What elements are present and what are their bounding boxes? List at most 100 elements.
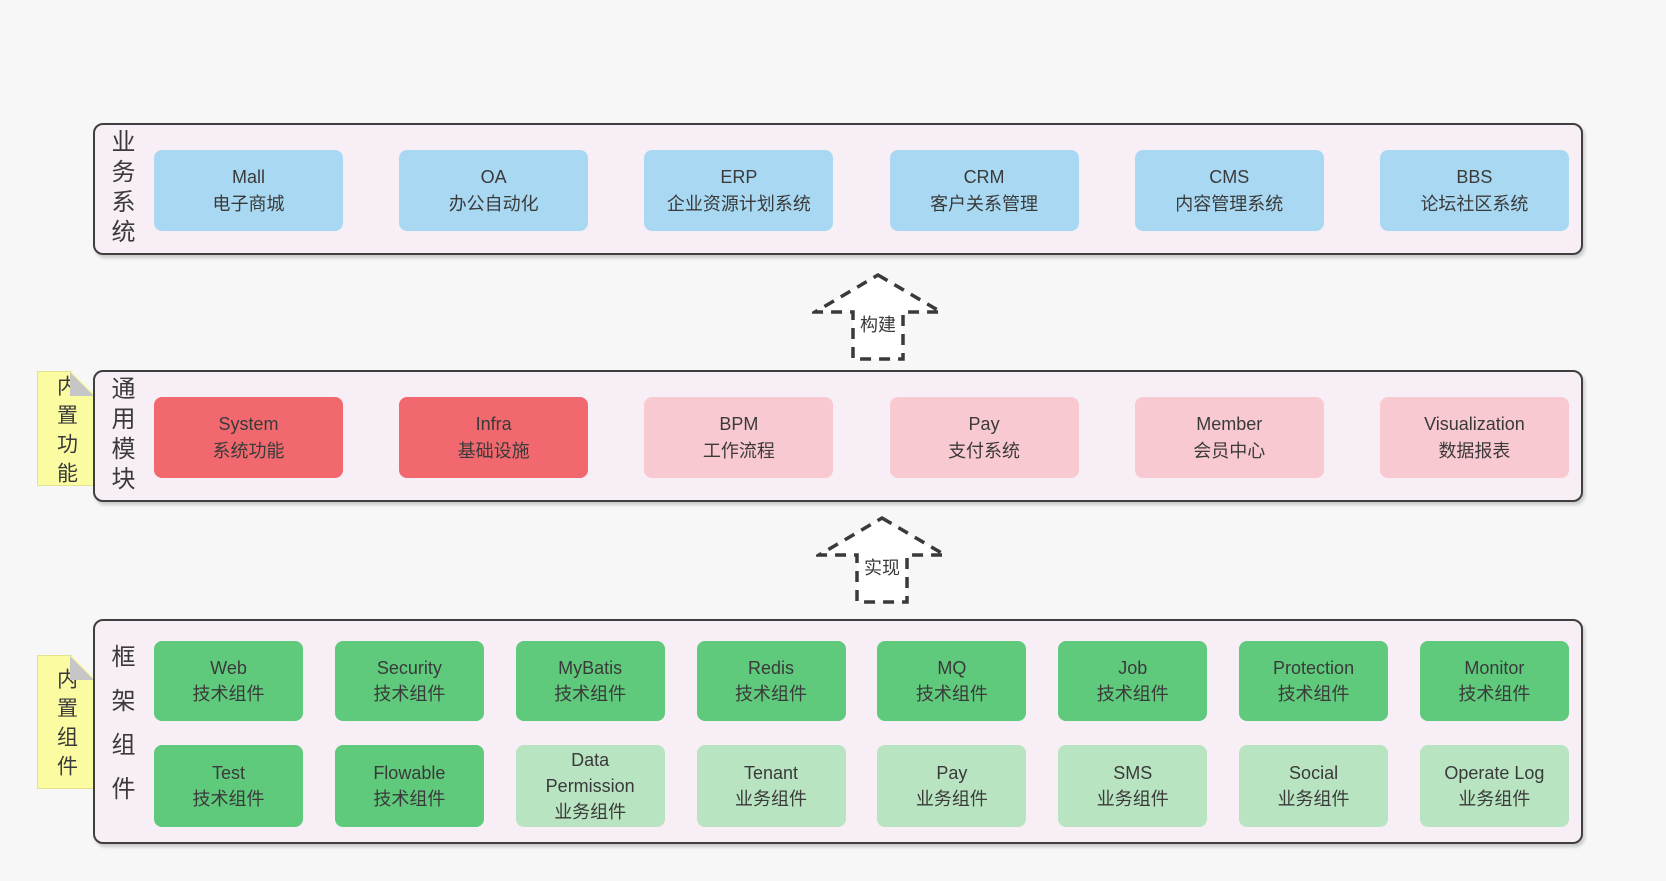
box-desc: 技术组件 xyxy=(1096,684,1169,704)
box-desc: 业务组件 xyxy=(1277,789,1350,809)
business-box-bbs: BBS 论坛社区系统 xyxy=(1379,150,1569,231)
box-desc: 电子商城 xyxy=(212,193,285,214)
component-box-job: Job 技术组件 xyxy=(1058,641,1208,721)
box-name: Infra xyxy=(475,414,512,435)
component-box-pay: Pay 业务组件 xyxy=(877,745,1027,827)
box-desc: 支付系统 xyxy=(948,440,1021,461)
box-desc: 业务组件 xyxy=(554,802,627,823)
component-box-monitor: Monitor 技术组件 xyxy=(1419,641,1569,721)
box-desc: 系统功能 xyxy=(212,440,285,461)
module-box-infra: Infra 基础设施 xyxy=(399,397,589,478)
arrow-build-label: 构建 xyxy=(857,311,899,337)
component-box-row-1: Web 技术组件 Security 技术组件 MyBatis 技术组件 Redi… xyxy=(154,641,1569,721)
box-name: Operate Log xyxy=(1444,762,1545,783)
folded-corner-icon xyxy=(70,372,94,396)
box-name: SMS xyxy=(1113,762,1153,783)
box-desc: 技术组件 xyxy=(735,684,808,704)
component-box-mybatis: MyBatis 技术组件 xyxy=(515,641,665,721)
box-name: Member xyxy=(1196,414,1263,435)
box-name: Security xyxy=(376,657,442,678)
business-box-oa: OA 办公自动化 xyxy=(399,150,589,231)
component-box-sms: SMS 业务组件 xyxy=(1058,745,1208,827)
module-box-visualization: Visualization 数据报表 xyxy=(1379,397,1569,478)
box-desc: 技术组件 xyxy=(373,789,446,809)
component-box-web: Web 技术组件 xyxy=(154,641,303,721)
module-box-member: Member 会员中心 xyxy=(1134,397,1324,478)
box-name: Monitor xyxy=(1464,657,1525,678)
box-name: System xyxy=(218,414,279,435)
box-name: Tenant xyxy=(744,762,799,783)
box-name: CRM xyxy=(963,167,1005,188)
layer-framework-components: 框架组件 Web 技术组件 Security 技术组件 MyBatis 技术组件… xyxy=(93,619,1583,844)
component-box-flowable: Flowable 技术组件 xyxy=(334,745,484,827)
component-box-test: Test 技术组件 xyxy=(154,745,303,827)
layer-label-modules: 通用模块 xyxy=(107,376,134,496)
box-name: Mall xyxy=(231,167,265,188)
layer-business-systems: 业务系统 Mall 电子商城 OA 办公自动化 ERP 企业资源计划系统 CRM… xyxy=(93,123,1583,255)
box-name: Redis xyxy=(748,657,795,678)
business-box-cms: CMS 内容管理系统 xyxy=(1134,150,1324,231)
business-box-row: Mall 电子商城 OA 办公自动化 ERP 企业资源计划系统 CRM 客户关系… xyxy=(154,150,1569,231)
box-desc: 论坛社区系统 xyxy=(1420,193,1529,214)
component-box-protection: Protection 技术组件 xyxy=(1239,641,1389,721)
box-name: Pay xyxy=(936,762,968,783)
component-box-row-2: Test 技术组件 Flowable 技术组件 Data Permission … xyxy=(154,745,1569,827)
business-box-erp: ERP 企业资源计划系统 xyxy=(644,150,834,231)
box-name: Job xyxy=(1118,657,1148,678)
module-box-row: System 系统功能 Infra 基础设施 BPM 工作流程 Pay 支付系统… xyxy=(154,397,1569,478)
component-box-operate-log: Operate Log 业务组件 xyxy=(1419,745,1569,827)
box-desc: 客户关系管理 xyxy=(930,193,1039,214)
box-desc: 技术组件 xyxy=(192,789,265,809)
box-desc: 工作流程 xyxy=(702,440,775,461)
box-name: ERP xyxy=(720,167,758,188)
box-desc: 业务组件 xyxy=(735,789,808,809)
box-desc: 业务组件 xyxy=(1458,789,1531,809)
box-desc: 业务组件 xyxy=(915,789,988,809)
sticky-note-built-in-features: 内置功能 xyxy=(37,371,95,486)
component-box-security: Security 技术组件 xyxy=(334,641,484,721)
module-box-system: System 系统功能 xyxy=(154,397,343,478)
box-desc: 会员中心 xyxy=(1193,440,1266,461)
box-name: Flowable xyxy=(373,762,446,783)
box-desc: 企业资源计划系统 xyxy=(666,193,811,214)
component-box-tenant: Tenant 业务组件 xyxy=(696,745,846,827)
box-name: MyBatis xyxy=(558,657,623,678)
box-name: CMS xyxy=(1209,167,1250,188)
box-name: BBS xyxy=(1456,167,1493,188)
layer-common-modules: 通用模块 System 系统功能 Infra 基础设施 BPM 工作流程 Pay… xyxy=(93,370,1583,502)
box-name: MQ xyxy=(937,657,967,678)
box-desc: 业务组件 xyxy=(1096,789,1169,809)
business-box-crm: CRM 客户关系管理 xyxy=(889,150,1079,231)
box-name: Social xyxy=(1289,762,1339,783)
box-name: Data Permission xyxy=(545,749,635,796)
layer-label-business: 业务系统 xyxy=(107,129,134,249)
box-desc: 办公自动化 xyxy=(448,193,539,214)
box-name: Web xyxy=(210,657,247,678)
box-desc: 内容管理系统 xyxy=(1175,193,1284,214)
arrow-implement-label: 实现 xyxy=(861,554,903,580)
module-box-pay: Pay 支付系统 xyxy=(889,397,1079,478)
box-desc: 技术组件 xyxy=(915,684,988,704)
component-box-mq: MQ 技术组件 xyxy=(877,641,1027,721)
component-box-social: Social 业务组件 xyxy=(1239,745,1389,827)
arrow-build: 构建 xyxy=(812,272,944,362)
box-name: Visualization xyxy=(1424,414,1525,435)
layer-label-components: 框架组件 xyxy=(107,643,134,820)
box-desc: 数据报表 xyxy=(1438,440,1511,461)
sticky-text: 内置组件 xyxy=(54,668,78,784)
component-box-redis: Redis 技术组件 xyxy=(696,641,846,721)
box-desc: 技术组件 xyxy=(373,684,446,704)
box-desc: 基础设施 xyxy=(457,440,530,461)
sticky-text: 内置功能 xyxy=(54,374,78,491)
component-box-data-permission: Data Permission 业务组件 xyxy=(515,745,665,827)
box-name: Protection xyxy=(1273,657,1355,678)
box-desc: 技术组件 xyxy=(1277,684,1350,704)
business-box-mall: Mall 电子商城 xyxy=(154,150,343,231)
box-desc: 技术组件 xyxy=(554,684,627,704)
box-name: Pay xyxy=(968,414,1000,435)
box-desc: 技术组件 xyxy=(1458,684,1531,704)
box-name: BPM xyxy=(719,414,759,435)
module-box-bpm: BPM 工作流程 xyxy=(644,397,834,478)
box-name: OA xyxy=(480,167,507,188)
